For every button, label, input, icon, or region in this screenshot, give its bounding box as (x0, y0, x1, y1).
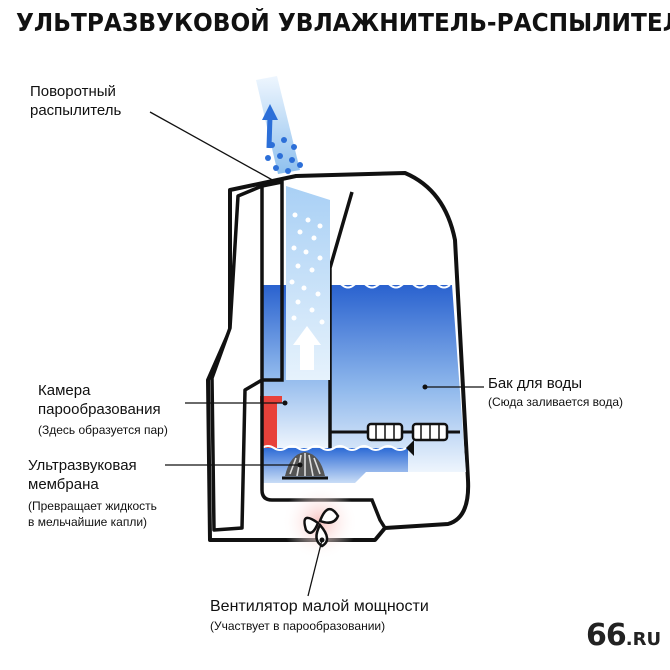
body-front-panel (210, 184, 264, 532)
site-logo: 66.RU (586, 618, 661, 653)
logo-suffix: .RU (625, 629, 662, 650)
mist-particles (289, 212, 325, 325)
chamber-label-line2: парообразования (38, 401, 161, 418)
fan-label: Вентилятор малой мощности (210, 598, 429, 615)
evaporation-chamber (263, 402, 277, 454)
chamber-label-line1: Камера (38, 382, 91, 399)
fan-note: (Участвует в парообразовании) (210, 619, 386, 633)
tank-wave (329, 281, 451, 289)
sprayer-label-line2: распылитель (30, 102, 122, 119)
page-title: УЛЬТРАЗВУКОВОЙ УВЛАЖНИТЕЛЬ-РАСПЫЛИТЕЛЬ (16, 8, 670, 37)
float-valve (330, 422, 460, 456)
leader-lines (149, 111, 484, 597)
membrane-label-line2: мембрана (28, 476, 99, 493)
fan-icon (303, 507, 340, 548)
water-tank (330, 285, 466, 472)
chamber-note: (Здесь образуется пар) (38, 423, 168, 437)
mist-arrow-icon (293, 326, 321, 370)
logo-number: 66 (586, 618, 627, 653)
mist-chimney (286, 186, 330, 380)
membrane-label-line1: Ультразвуковая (28, 457, 137, 474)
membrane-note-line1: (Превращает жидкость (28, 499, 157, 513)
membrane-note-line2: в мельчайшие капли) (28, 515, 148, 529)
tank-label: Бак для воды (488, 375, 583, 392)
sprayer-label-line1: Поворотный (30, 83, 116, 100)
tank-note: (Сюда заливается вода) (488, 395, 623, 409)
rotating-nozzle (256, 76, 300, 174)
